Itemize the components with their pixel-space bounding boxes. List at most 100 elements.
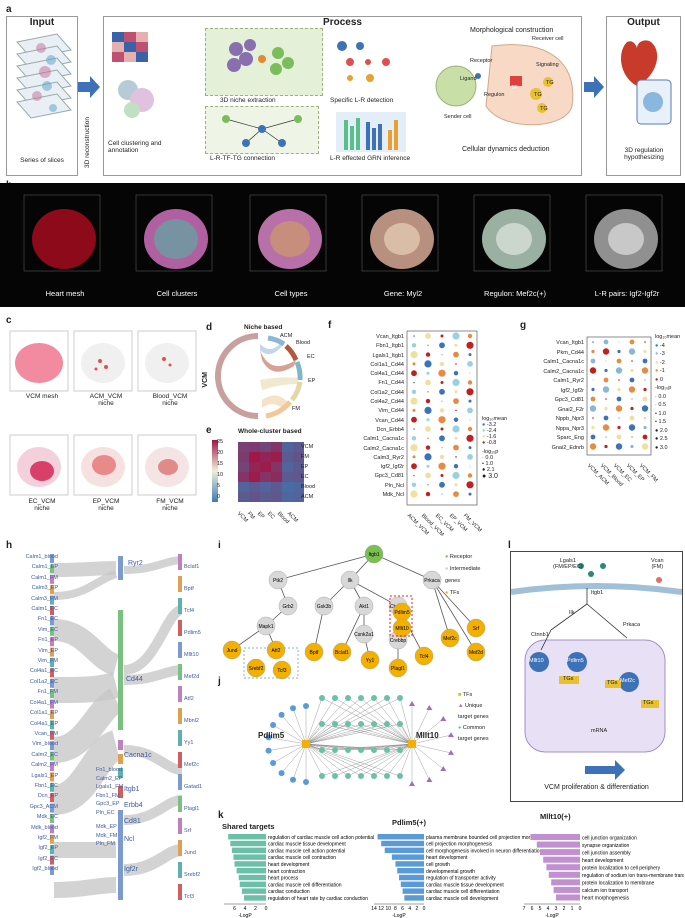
h-left-label: Col1a1_EP xyxy=(30,710,58,717)
k-bar xyxy=(553,886,580,893)
e-cell xyxy=(238,442,249,452)
i-node-label: Mef2c xyxy=(443,636,457,642)
k-term-label: cardiac muscle cell action potential xyxy=(268,848,345,854)
e-cell xyxy=(271,462,282,472)
f-dot xyxy=(438,416,446,424)
h-right-bar xyxy=(178,620,182,636)
j-edge xyxy=(386,743,413,751)
f-dot xyxy=(438,462,446,470)
j-common-node xyxy=(371,695,377,701)
f-dot xyxy=(467,380,473,385)
j-common-node xyxy=(319,773,325,779)
j-common-node xyxy=(371,773,377,779)
f-dot xyxy=(453,351,459,358)
g-row-label: Nppb_Npr3 xyxy=(555,416,584,422)
k-term-label: cardiac muscle cell contraction xyxy=(268,855,336,861)
g-dot xyxy=(628,386,636,393)
f-dot xyxy=(411,463,417,470)
h-left-bar xyxy=(50,814,54,823)
h-left-label: Calm1_EC xyxy=(31,606,58,613)
j-unique-node xyxy=(426,777,433,783)
g-dot xyxy=(602,424,610,431)
g-dot xyxy=(602,386,610,393)
k-tick: 5 xyxy=(539,906,542,912)
j-common-node xyxy=(332,695,338,701)
j-unique-node xyxy=(270,760,277,766)
h-right-label: Bptf xyxy=(184,586,194,592)
j-edge xyxy=(268,737,307,745)
f-dot xyxy=(467,333,473,339)
g-dot xyxy=(603,339,609,345)
f-row-label: Lgals1_Itgb1 xyxy=(372,352,405,359)
panel-d-label: d xyxy=(206,322,213,333)
h-left-label: Vim_EP xyxy=(38,647,58,654)
f-dot xyxy=(411,416,417,423)
g-dot xyxy=(617,349,621,354)
h-left-bar xyxy=(50,678,54,688)
f-dot xyxy=(452,378,460,387)
f-dot xyxy=(467,454,473,460)
f-row-label: Calm1_Cacna1c xyxy=(363,436,404,443)
j-common-node xyxy=(332,721,338,727)
j-common-node xyxy=(397,773,403,779)
h-mid-bar xyxy=(118,610,123,730)
niche-renders xyxy=(9,330,197,496)
l-mllt10: Mllt10 xyxy=(529,658,544,664)
h-right-bar xyxy=(178,884,182,900)
e-cell xyxy=(238,472,249,482)
h-right-bar xyxy=(178,554,182,570)
f-row-label: Calm2_Cacna1c xyxy=(363,445,404,452)
g-dot xyxy=(628,424,636,431)
f-dot xyxy=(425,379,431,386)
panel-k-label: k xyxy=(218,810,224,821)
g-dot xyxy=(591,349,595,354)
g-dot xyxy=(643,425,647,430)
f-dot xyxy=(455,409,457,412)
h-left-label: Calm2_FM xyxy=(31,762,58,769)
k-tick: 0 xyxy=(423,906,426,912)
g-row-label: Gnai2_F2r xyxy=(558,406,584,413)
f-dot xyxy=(468,446,472,450)
receiver-label: Receiver cell xyxy=(532,36,564,42)
i-node-label: Bptf xyxy=(310,650,320,656)
h-right-label: Mbnl2 xyxy=(184,718,199,724)
f-dot xyxy=(425,472,431,479)
h-right-bar xyxy=(178,818,182,834)
h-left-bar xyxy=(50,793,54,803)
e-cell xyxy=(293,442,304,452)
k-tick: 0 xyxy=(579,906,582,912)
f-dot xyxy=(441,353,443,356)
j-edge xyxy=(386,743,413,777)
panel-f-label: f xyxy=(328,320,332,331)
e-cell xyxy=(293,452,304,462)
g-dot xyxy=(629,339,635,345)
h-right-bar xyxy=(178,664,182,680)
j-edge xyxy=(411,743,444,770)
h-left-bar xyxy=(50,626,54,636)
e-cell xyxy=(293,472,304,482)
j-common-node xyxy=(345,747,351,753)
i-edge xyxy=(373,553,433,581)
f-dot xyxy=(440,381,444,384)
i-node xyxy=(354,624,374,644)
f-dot xyxy=(410,490,418,498)
panel-b-strip: Heart mesh Cell clusters Cell types Gene… xyxy=(0,183,685,307)
k-bar xyxy=(551,879,580,886)
f-dot xyxy=(439,361,445,367)
k-term-label: cardiac conduction xyxy=(268,889,310,895)
f-row-label: Fbn1_Itgb1 xyxy=(376,343,404,350)
k-term-label: heart process xyxy=(268,876,299,882)
f-dot xyxy=(439,435,445,442)
j-common-node xyxy=(358,695,364,701)
c-caption-2: ACM_VCM niche xyxy=(89,393,123,407)
f-dot xyxy=(453,417,459,422)
f-dot xyxy=(453,464,459,469)
b-caption-6: L-R pairs: Igf2-Igf2r xyxy=(594,289,660,298)
h-left-label: Col4a1_FM xyxy=(29,699,58,706)
h-left-bar xyxy=(50,554,54,563)
f-dot xyxy=(468,492,472,496)
h-left-bar xyxy=(50,834,54,844)
input-box: Input Series of slices xyxy=(6,16,78,176)
g-dot xyxy=(641,443,649,450)
